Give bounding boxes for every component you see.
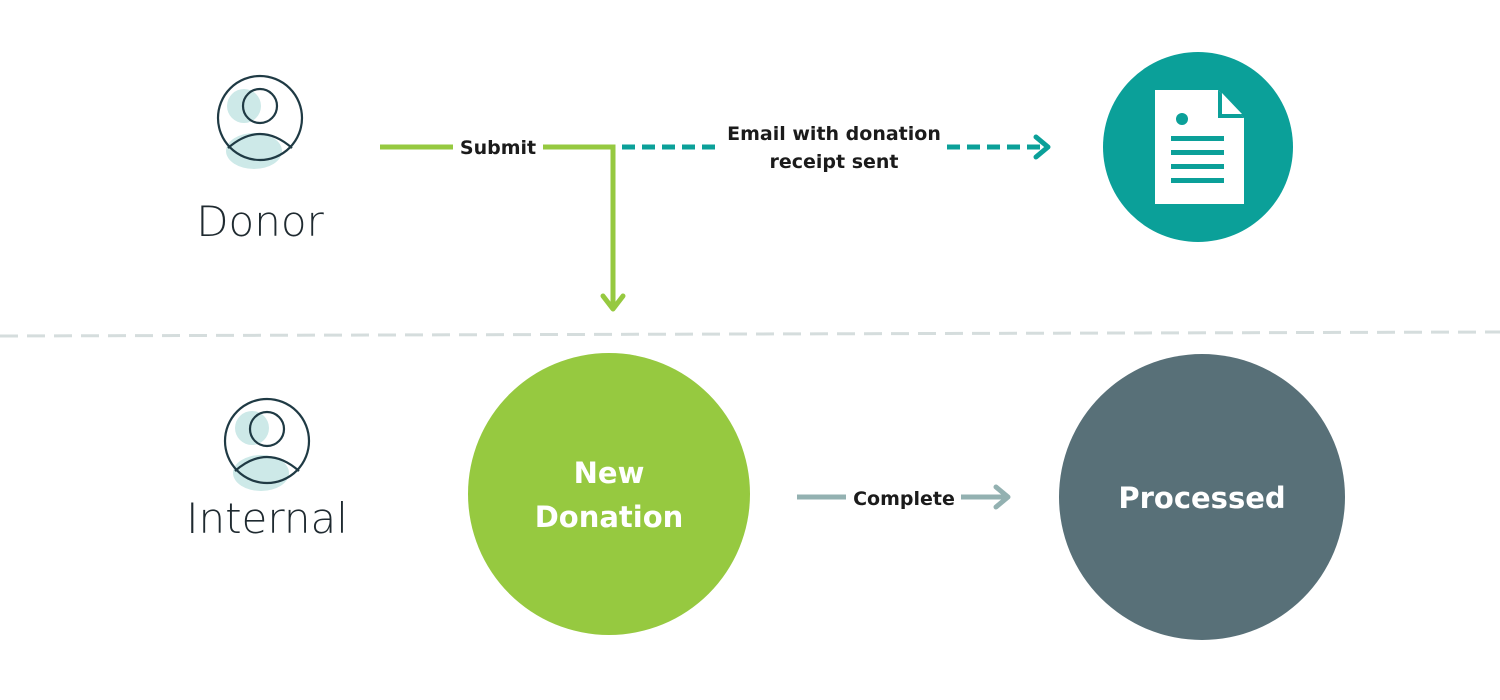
new-donation-node: New Donation [468,353,750,635]
new-donation-label-line2: Donation [535,500,684,534]
donor-user-icon [216,74,304,169]
submit-arrowhead [600,293,626,312]
receipt-node [1103,52,1293,242]
document-icon [1155,90,1244,204]
lane-divider [0,330,1500,338]
new-donation-label-line1: New [574,456,645,490]
processed-node: Processed [1059,354,1345,640]
donor-lane-label: Donor [196,197,324,246]
internal-lane-label: Internal [186,494,348,543]
email-arrowhead [1033,134,1051,160]
email-label-line2: receipt sent [769,151,898,173]
email-label-line1: Email with donation [727,123,941,145]
internal-user-icon [223,397,311,491]
complete-label: Complete [853,488,955,510]
submit-line-right [543,144,616,308]
submit-label: Submit [460,137,536,159]
complete-arrowhead [993,484,1011,510]
processed-label: Processed [1118,481,1285,515]
